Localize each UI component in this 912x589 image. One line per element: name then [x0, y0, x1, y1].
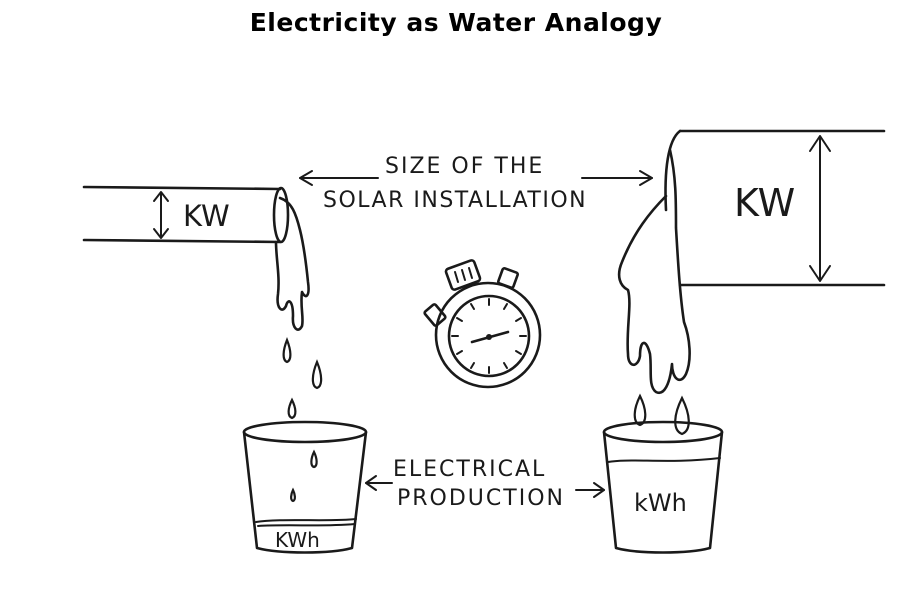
- size-label-line2: SOLAR INSTALLATION: [323, 188, 587, 213]
- large-bucket: [602, 420, 724, 554]
- small-falling-drops: [282, 337, 323, 503]
- large-falling-drops: [633, 393, 690, 436]
- large-bucket-kwh-label: kWh: [634, 489, 687, 517]
- small-pipe-kw-label: KW: [183, 199, 230, 233]
- size-left-arrow: [299, 170, 379, 186]
- small-bucket: [242, 420, 368, 554]
- small-water-stream: [274, 196, 310, 331]
- production-label-line2: PRODUCTION: [397, 486, 565, 511]
- production-left-arrow: [365, 475, 393, 491]
- large-pipe-height-arrow: [809, 135, 831, 282]
- production-right-arrow: [575, 482, 605, 498]
- small-pipe: [82, 185, 290, 244]
- small-pipe-height-arrow: [153, 191, 169, 239]
- diagram-title: Electricity as Water Analogy: [249, 8, 663, 37]
- large-pipe: [664, 129, 886, 287]
- size-label-line1: SIZE OF THE: [385, 154, 544, 179]
- stopwatch-icon: [423, 259, 542, 389]
- production-label-line1: ELECTRICAL: [393, 457, 546, 482]
- size-right-arrow: [581, 170, 653, 186]
- large-water-stream: [617, 148, 691, 395]
- large-pipe-kw-label: KW: [734, 181, 795, 225]
- small-bucket-kwh-label: KWh: [275, 528, 320, 552]
